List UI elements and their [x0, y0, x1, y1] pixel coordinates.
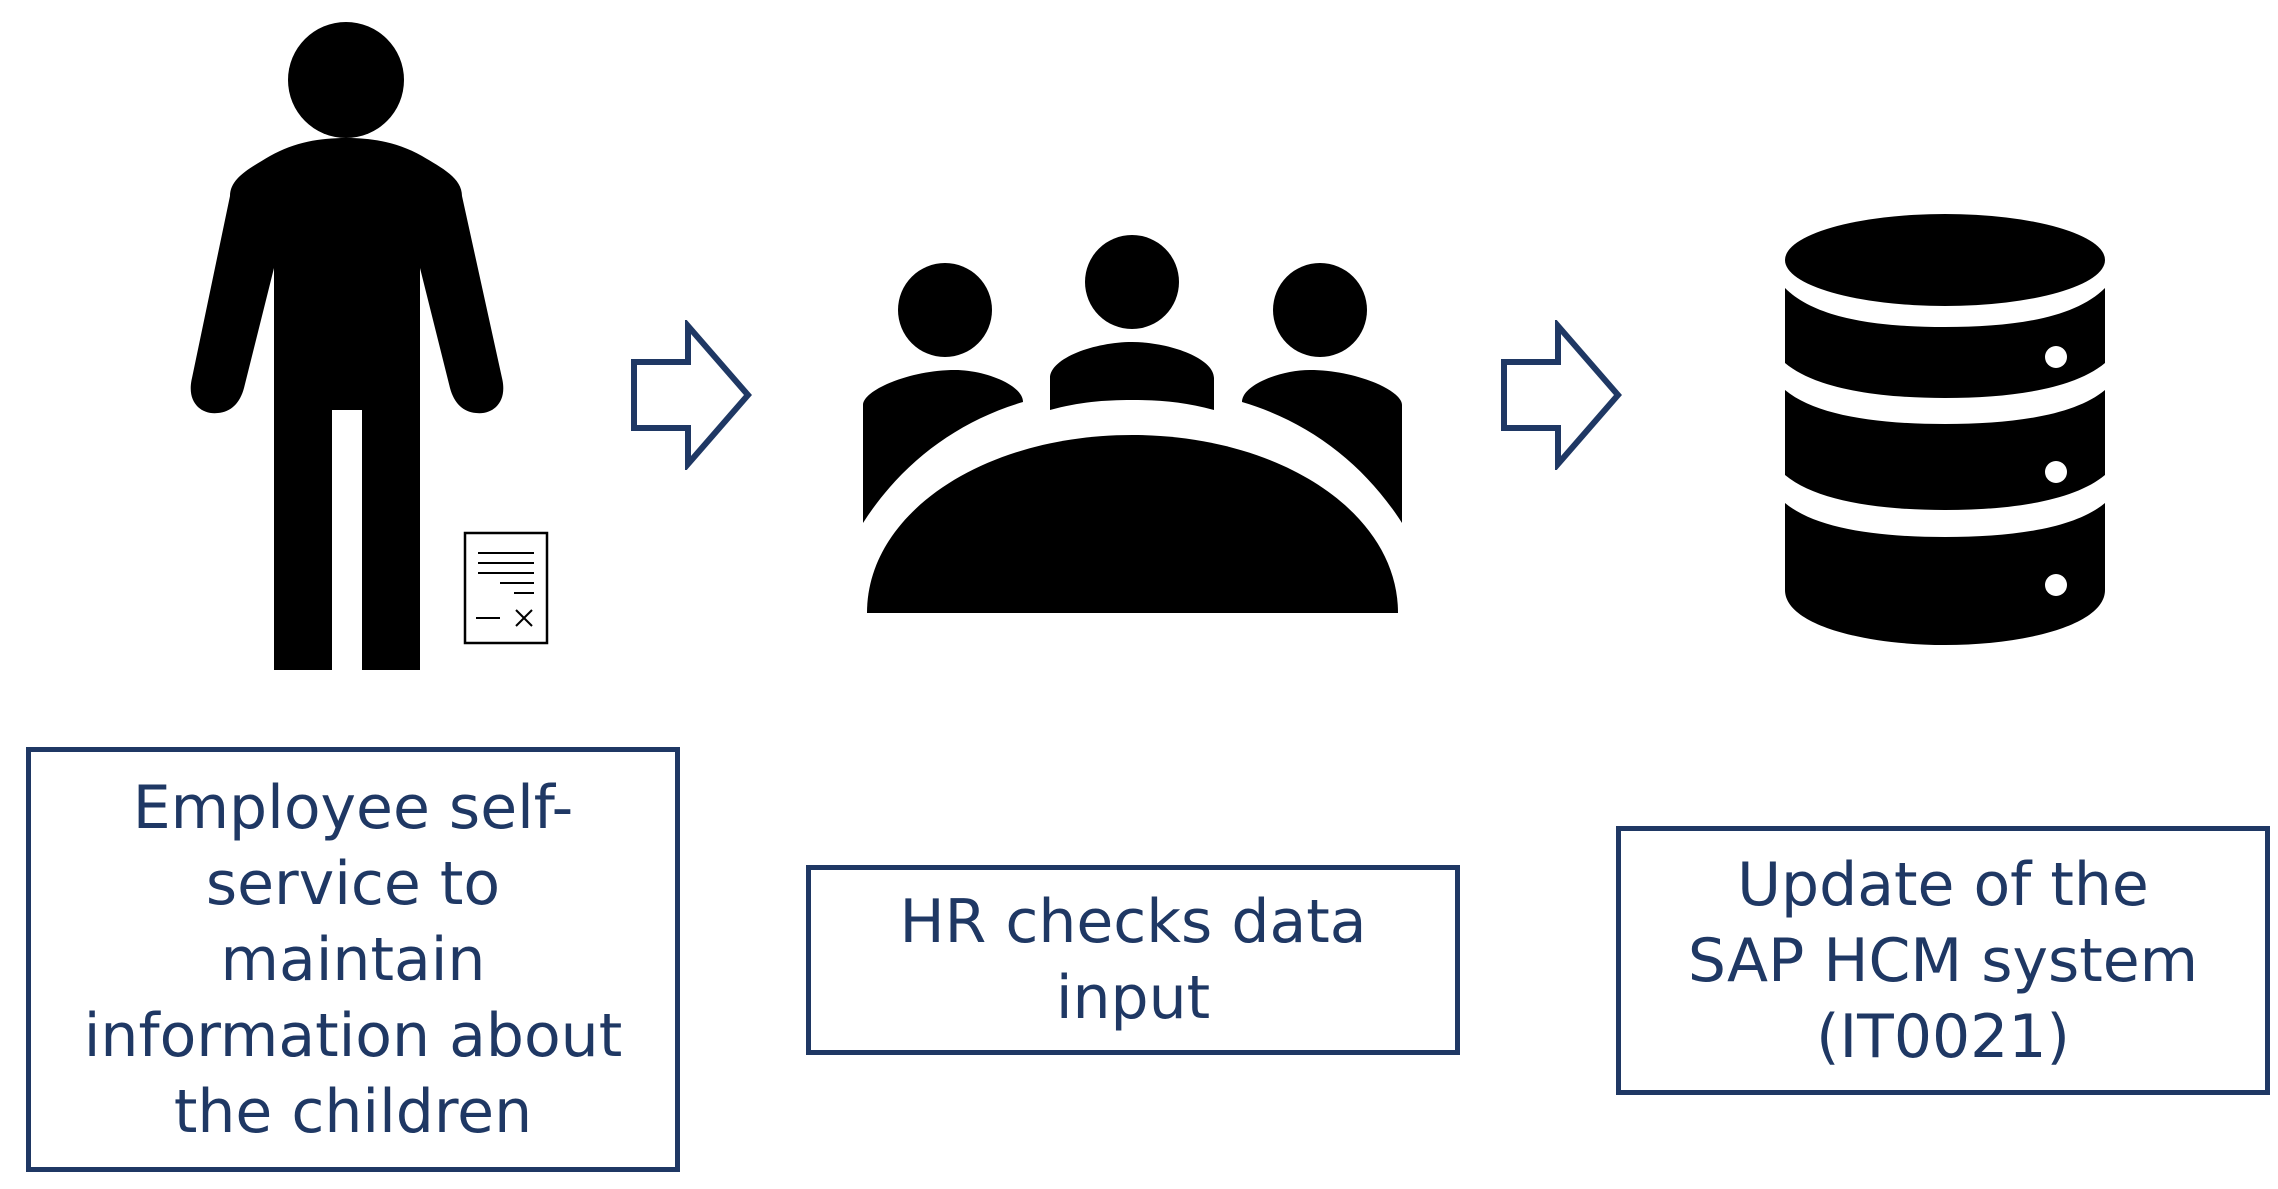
- person-body-right: [1242, 370, 1402, 523]
- database-led-2: [2045, 461, 2067, 483]
- person-body-center: [1050, 342, 1214, 410]
- database-disk-2: [1785, 390, 2105, 510]
- step-label-employee-self-service: Employee self- service to maintain infor…: [26, 747, 680, 1172]
- database-disk-1: [1785, 288, 2105, 398]
- database-led-3: [2045, 574, 2067, 596]
- person-body-left: [863, 370, 1023, 523]
- database-disk-3: [1785, 503, 2105, 645]
- person-head-left: [898, 263, 992, 357]
- step-label-text: HR checks data input: [899, 887, 1367, 1033]
- meeting-table: [867, 435, 1398, 613]
- person-figure: [190, 22, 504, 670]
- step-label-sap-update: Update of the SAP HCM system (IT0021): [1616, 826, 2270, 1095]
- database-top: [1785, 214, 2105, 306]
- database-led-1: [2045, 346, 2067, 368]
- person-with-form-icon: [190, 22, 549, 670]
- form-document-icon: [463, 531, 549, 645]
- arrow-right-icon: [631, 320, 752, 470]
- database-icon: [1785, 214, 2105, 645]
- meeting-table-icon: [863, 235, 1402, 613]
- person-head-center: [1085, 235, 1179, 329]
- step-label-text: Employee self- service to maintain infor…: [83, 772, 623, 1147]
- person-head-right: [1273, 263, 1367, 357]
- arrow-right-icon: [1501, 320, 1622, 470]
- step-label-hr-check: HR checks data input: [806, 865, 1460, 1055]
- step-label-text: Update of the SAP HCM system (IT0021): [1687, 849, 2199, 1072]
